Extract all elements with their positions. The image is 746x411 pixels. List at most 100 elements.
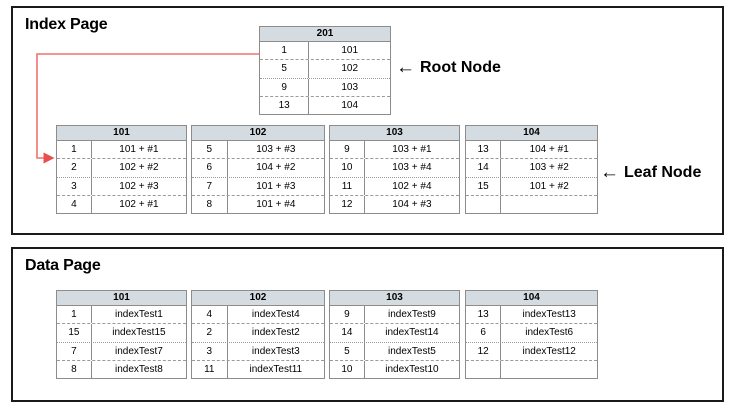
left-arrow-icon: ←	[396, 57, 415, 78]
row-key: 7	[192, 177, 228, 195]
data-node-header: 104	[466, 291, 597, 306]
row-key: 14	[466, 159, 502, 177]
row-key: 7	[57, 342, 92, 360]
row-key: 5	[192, 141, 228, 159]
row-key: 8	[192, 195, 228, 213]
row-key: 11	[330, 177, 365, 195]
row-key: 11	[192, 360, 228, 378]
table-row: 5 102	[260, 60, 390, 79]
row-key: 13	[466, 141, 502, 159]
row-value: 103 + #2	[529, 162, 569, 174]
row-key: 1	[57, 306, 92, 324]
row-key: 3	[192, 342, 228, 360]
row-value: 102 + #4	[392, 180, 432, 192]
row-value: 101 + #4	[256, 198, 296, 210]
table-row: 3 indexTest3	[192, 342, 324, 361]
row-value: indexTest2	[251, 327, 300, 339]
row-value: 103 + #3	[256, 144, 296, 155]
table-row: 2 102 + #2	[57, 159, 186, 178]
row-value: indexTest12	[522, 345, 576, 357]
row-value: 101	[341, 45, 359, 56]
table-row: 13 104	[260, 96, 390, 114]
row-value: indexTest3	[251, 345, 300, 357]
data-node-body: 9 indexTest9 14 indexTest14 5 indexTest5…	[330, 306, 459, 378]
data-node-table-102: 102 4 indexTest4 2 indexTest2 3 indexTes…	[191, 290, 325, 379]
root-node-table: 201 1 101 5 102 9 103 13 104	[259, 26, 391, 115]
table-row: 8 101 + #4	[192, 195, 324, 213]
row-key: 2	[192, 324, 228, 342]
index-page-title: Index Page	[25, 16, 108, 33]
table-row: 2 indexTest2	[192, 324, 324, 343]
leaf-node-table-101: 101 1 101 + #1 2 102 + #2 3 102 + #3 4 1…	[56, 125, 187, 214]
row-key: 1	[57, 141, 92, 159]
table-row: 1 101	[260, 42, 390, 61]
leaf-node-table-104: 104 13 104 + #1 14 103 + #2 15 101 + #2	[465, 125, 598, 214]
leaf-node-body: 9 103 + #1 10 103 + #4 11 102 + #4 12 10…	[330, 141, 459, 213]
table-row: 6 indexTest6	[466, 324, 597, 343]
row-value: indexTest13	[522, 309, 576, 320]
row-key: 10	[330, 159, 365, 177]
data-node-header: 103	[330, 291, 459, 306]
row-value: indexTest1	[115, 309, 163, 320]
row-value: 102 + #1	[119, 198, 159, 210]
leaf-node-body: 13 104 + #1 14 103 + #2 15 101 + #2	[466, 141, 597, 213]
table-row: 13 104 + #1	[466, 141, 597, 160]
leaf-node-table-102: 102 5 103 + #3 6 104 + #2 7 101 + #3 8 1…	[191, 125, 325, 214]
row-value: 101 + #2	[529, 180, 569, 192]
data-node-header: 102	[192, 291, 324, 306]
row-key: 13	[260, 96, 310, 114]
table-row: 1 indexTest1	[57, 306, 186, 325]
row-value: indexTest7	[115, 345, 163, 357]
table-row: 6 104 + #2	[192, 159, 324, 178]
leaf-node-header: 103	[330, 126, 459, 141]
row-value: indexTest9	[388, 309, 436, 320]
leaf-node-header: 101	[57, 126, 186, 141]
row-key: 9	[330, 141, 365, 159]
row-value	[501, 361, 597, 378]
row-value: indexTest8	[115, 363, 163, 375]
row-key: 15	[466, 177, 502, 195]
row-key: 15	[57, 324, 92, 342]
leaf-node-callout: ← Leaf Node	[600, 163, 701, 182]
table-row: 9 103 + #1	[330, 141, 459, 160]
row-key: 10	[330, 360, 365, 378]
table-row: 9 indexTest9	[330, 306, 459, 325]
leaf-node-header: 102	[192, 126, 324, 141]
table-row: 5 indexTest5	[330, 342, 459, 361]
table-row: 10 indexTest10	[330, 360, 459, 378]
table-row: 12 indexTest12	[466, 342, 597, 361]
row-key: 6	[466, 324, 502, 342]
row-key: 12	[466, 342, 502, 360]
row-value: indexTest15	[112, 327, 166, 339]
row-value: indexTest4	[251, 309, 300, 320]
root-node-callout-label: Root Node	[420, 58, 501, 76]
data-page-title: Data Page	[25, 257, 101, 274]
row-value: 102	[341, 63, 359, 75]
table-row: 7 101 + #3	[192, 177, 324, 196]
table-row-empty	[466, 195, 597, 213]
row-key: 2	[57, 159, 92, 177]
row-key: 9	[330, 306, 365, 324]
root-node-header: 201	[260, 27, 390, 42]
row-value: 101 + #3	[256, 180, 296, 192]
table-row: 8 indexTest8	[57, 360, 186, 378]
row-value	[501, 196, 597, 213]
row-key: 1	[260, 42, 310, 60]
table-row: 12 104 + #3	[330, 195, 459, 213]
leaf-node-body: 5 103 + #3 6 104 + #2 7 101 + #3 8 101 +…	[192, 141, 324, 213]
data-node-body: 13 indexTest13 6 indexTest6 12 indexTest…	[466, 306, 597, 378]
row-value: 104 + #2	[256, 162, 296, 174]
leaf-node-body: 1 101 + #1 2 102 + #2 3 102 + #3 4 102 +…	[57, 141, 186, 213]
row-key: 5	[330, 342, 365, 360]
table-row: 4 102 + #1	[57, 195, 186, 213]
table-row: 11 indexTest11	[192, 360, 324, 378]
row-value: 103	[341, 81, 359, 93]
data-node-table-103: 103 9 indexTest9 14 indexTest14 5 indexT…	[329, 290, 460, 379]
row-key: 14	[330, 324, 365, 342]
data-node-body: 1 indexTest1 15 indexTest15 7 indexTest7…	[57, 306, 186, 378]
table-row: 9 103	[260, 78, 390, 97]
row-key: 4	[192, 306, 228, 324]
table-row: 11 102 + #4	[330, 177, 459, 196]
row-value: 104 + #1	[529, 144, 569, 155]
row-value: 104	[341, 99, 359, 111]
